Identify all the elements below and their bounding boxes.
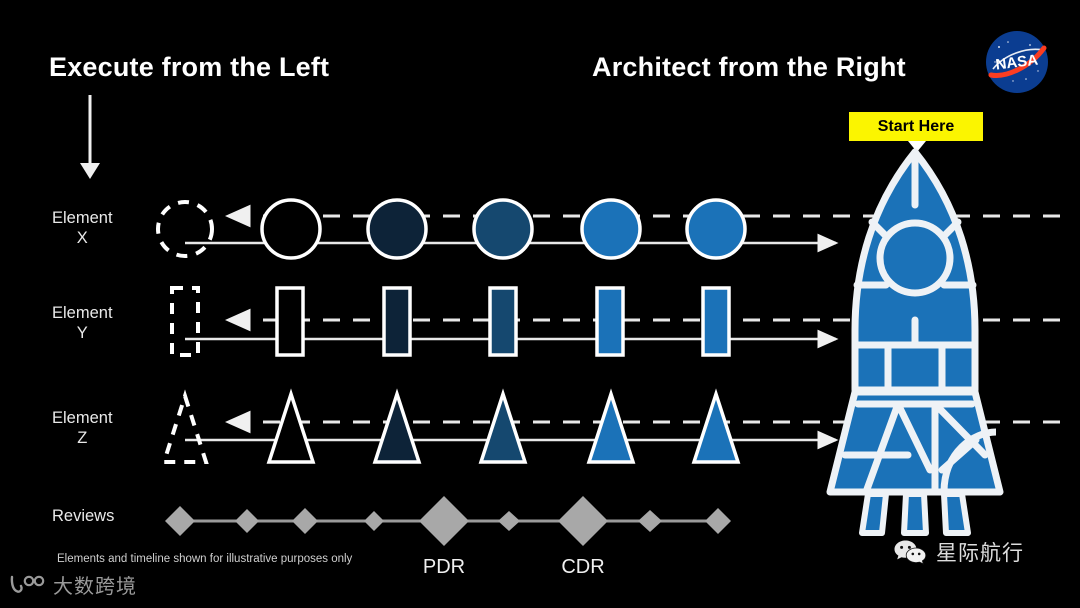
nasa-logo-icon: NASA <box>986 31 1048 93</box>
start-here-pointer-icon <box>908 141 926 152</box>
title-architect-right: Architect from the Right <box>592 52 906 82</box>
shape-rect-2 <box>275 286 305 357</box>
shape-circle-1 <box>156 200 214 258</box>
milestone-label-pdr: PDR <box>423 556 465 578</box>
shape-circle-4 <box>472 198 534 260</box>
svg-text:NASA: NASA <box>995 51 1039 73</box>
watermark-right: 星际航行 <box>893 537 1024 567</box>
row-label-element-x: Element X <box>52 208 113 248</box>
rocket-leg-3 <box>941 491 971 536</box>
shape-circle-2 <box>260 198 322 260</box>
start-here-badge[interactable]: Start Here <box>849 112 983 141</box>
row-shapes-element-y <box>170 286 731 357</box>
row-shapes-element-x <box>156 198 747 260</box>
footnote-text: Elements and timeline shown for illustra… <box>57 553 353 565</box>
milestone-diamond-4 <box>364 511 384 531</box>
rocket-graphic <box>826 148 1004 536</box>
milestone-diamond-cdr <box>558 496 608 546</box>
rocket-window-icon <box>876 219 954 297</box>
row-label-reviews: Reviews <box>52 507 115 525</box>
wechat-icon <box>894 540 927 565</box>
shape-rect-6 <box>701 286 731 357</box>
execute-down-arrow-icon <box>80 95 100 179</box>
shape-rect-5 <box>595 286 625 357</box>
rocket-leg-2 <box>901 491 929 536</box>
title-execute-left: Execute from the Left <box>49 52 330 82</box>
rocket-leg-1 <box>859 491 889 536</box>
shape-tri-6 <box>691 388 741 464</box>
shape-tri-5 <box>586 388 636 464</box>
shape-circle-5 <box>580 198 642 260</box>
shape-circle-6 <box>685 198 747 260</box>
shape-tri-3 <box>372 388 422 464</box>
brand-mark-icon <box>10 575 45 593</box>
milestone-diamond-2 <box>235 509 259 533</box>
milestone-diamond-pdr <box>419 496 469 546</box>
watermark-left: 大数跨境 <box>8 570 137 599</box>
row-label-element-y: Element Y <box>52 303 113 343</box>
milestone-diamond-5 <box>498 511 520 531</box>
row-label-line1: Element <box>52 304 113 322</box>
row-label-line2: Y <box>76 324 88 343</box>
row-label-line2: X <box>76 229 88 248</box>
milestone-diamond-3 <box>292 508 318 534</box>
shape-tri-2 <box>266 388 316 464</box>
shape-tri-4 <box>478 388 528 464</box>
milestone-label-cdr: CDR <box>561 556 604 578</box>
row-shapes-element-z <box>161 388 741 464</box>
reviews-track: PDR CDR <box>165 496 731 578</box>
row-label-line1: Element <box>52 409 113 427</box>
shape-circle-3 <box>366 198 428 260</box>
shape-tri-1 <box>161 389 209 464</box>
row-label-line2: Z <box>77 429 88 448</box>
milestone-diamond-6 <box>638 510 662 532</box>
milestone-diamond-7 <box>705 508 731 534</box>
watermark-right-text: 星际航行 <box>936 541 1024 565</box>
milestone-diamond-1 <box>165 506 195 536</box>
shape-rect-1 <box>170 286 200 357</box>
watermark-left-text: 大数跨境 <box>53 574 137 598</box>
row-label-element-z: Element Z <box>52 408 113 448</box>
shape-rect-4 <box>488 286 518 357</box>
row-label-line1: Element <box>52 209 113 227</box>
shape-rect-3 <box>382 286 412 357</box>
